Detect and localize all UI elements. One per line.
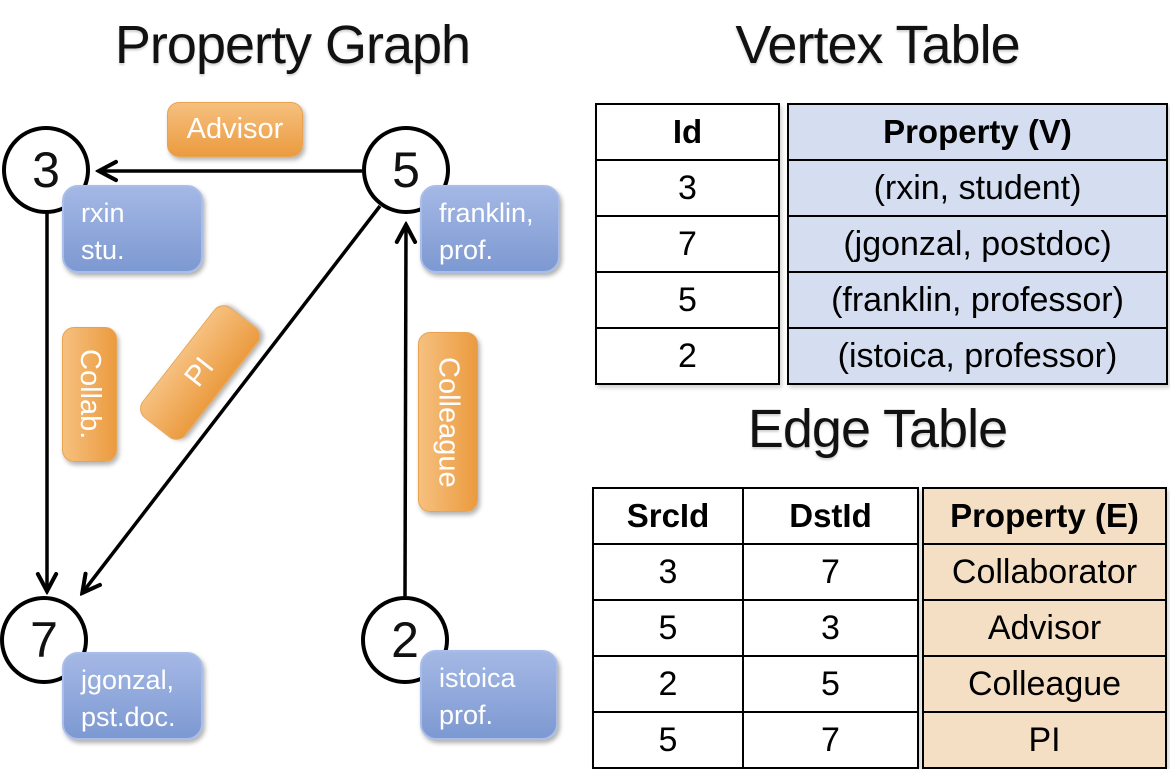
vertex-property-line: rxin — [81, 198, 125, 228]
vertex-node-5-id: 5 — [392, 142, 420, 198]
edge-srcid-cell: 5 — [592, 599, 744, 657]
vertex-node-2: 2 — [361, 596, 449, 684]
edge-colleague-arrow — [405, 226, 406, 597]
vertex-table-title: Vertex Table — [735, 15, 1020, 75]
table-row: (istoica, professor) — [787, 327, 1168, 385]
vertex-id-cell: 7 — [595, 215, 780, 273]
vertex-property-line: prof. — [439, 700, 494, 730]
vertex-property-line: istoica — [439, 663, 516, 693]
table-row: SrcId DstId — [592, 487, 919, 545]
edge-srcid-cell: 5 — [592, 711, 744, 769]
vertex-property-header: Property (V) — [787, 103, 1168, 161]
vertex-property-cell: (franklin, professor) — [787, 271, 1168, 329]
vertex-property-box-jgonzal: jgonzal, pst.doc. — [62, 652, 203, 740]
vertex-property-box-franklin: franklin, prof. — [420, 185, 560, 273]
vertex-node-2-id: 2 — [391, 612, 419, 668]
graph-edges-svg — [0, 0, 585, 760]
table-row: 2 5 — [592, 655, 919, 713]
vertex-node-7-id: 7 — [30, 612, 58, 668]
table-row: Advisor — [922, 599, 1167, 657]
vertex-property-cell: (jgonzal, postdoc) — [787, 215, 1168, 273]
vertex-property-box-rxin: rxin stu. — [62, 185, 203, 273]
vertex-property-line: pst.doc. — [81, 702, 176, 732]
vertex-table-property-column: Property (V) (rxin, student) (jgonzal, p… — [787, 103, 1168, 385]
vertex-id-cell: 3 — [595, 159, 780, 217]
edge-table-id-columns: SrcId DstId 3 7 5 3 2 5 5 7 — [592, 487, 919, 769]
table-row: 2 — [595, 327, 780, 385]
table-row: Property (V) — [787, 103, 1168, 161]
vertex-property-line: prof. — [439, 235, 494, 265]
table-row: Property (E) — [922, 487, 1167, 545]
edge-dstid-cell: 5 — [742, 655, 919, 713]
edge-property-header: Property (E) — [922, 487, 1167, 545]
vertex-property-cell: (rxin, student) — [787, 159, 1168, 217]
edge-property-cell: Advisor — [922, 599, 1167, 657]
edge-dstid-cell: 3 — [742, 599, 919, 657]
vertex-property-line: jgonzal, — [81, 665, 175, 695]
table-row: Collaborator — [922, 543, 1167, 601]
vertex-id-cell: 2 — [595, 327, 780, 385]
edge-dstid-cell: 7 — [742, 711, 919, 769]
edge-srcid-cell: 2 — [592, 655, 744, 713]
vertex-table-id-column: Id 3 7 5 2 — [595, 103, 780, 385]
edge-pi-arrow — [83, 204, 382, 592]
table-row: (jgonzal, postdoc) — [787, 215, 1168, 273]
table-row: Id — [595, 103, 780, 161]
edge-property-cell: Colleague — [922, 655, 1167, 713]
table-row: 5 7 — [592, 711, 919, 769]
table-row: 7 — [595, 215, 780, 273]
table-row: 5 — [595, 271, 780, 329]
vertex-property-line: franklin, — [439, 198, 534, 228]
table-row: 3 7 — [592, 543, 919, 601]
edge-property-cell: Collaborator — [922, 543, 1167, 601]
edge-table-title: Edge Table — [747, 399, 1008, 459]
vertex-property-cell: (istoica, professor) — [787, 327, 1168, 385]
vertex-id-cell: 5 — [595, 271, 780, 329]
edge-dstid-cell: 7 — [742, 543, 919, 601]
edge-srcid-header: SrcId — [592, 487, 744, 545]
property-graph-title: Property Graph — [114, 15, 471, 75]
table-row: (franklin, professor) — [787, 271, 1168, 329]
vertex-node-5: 5 — [362, 126, 450, 214]
vertex-node-3-id: 3 — [32, 142, 60, 198]
vertex-property-line: stu. — [81, 235, 125, 265]
edge-label-advisor: Advisor — [167, 102, 303, 157]
edge-label-colleague: Colleague — [418, 332, 478, 512]
table-row: 3 — [595, 159, 780, 217]
table-row: 5 3 — [592, 599, 919, 657]
edge-label-collaborator: Collab. — [62, 327, 117, 462]
edge-table-property-column: Property (E) Collaborator Advisor Collea… — [922, 487, 1167, 769]
vertex-id-header: Id — [595, 103, 780, 161]
table-row: Colleague — [922, 655, 1167, 713]
vertex-property-box-istoica: istoica prof. — [420, 650, 558, 740]
edge-srcid-cell: 3 — [592, 543, 744, 601]
table-row: (rxin, student) — [787, 159, 1168, 217]
edge-dstid-header: DstId — [742, 487, 919, 545]
